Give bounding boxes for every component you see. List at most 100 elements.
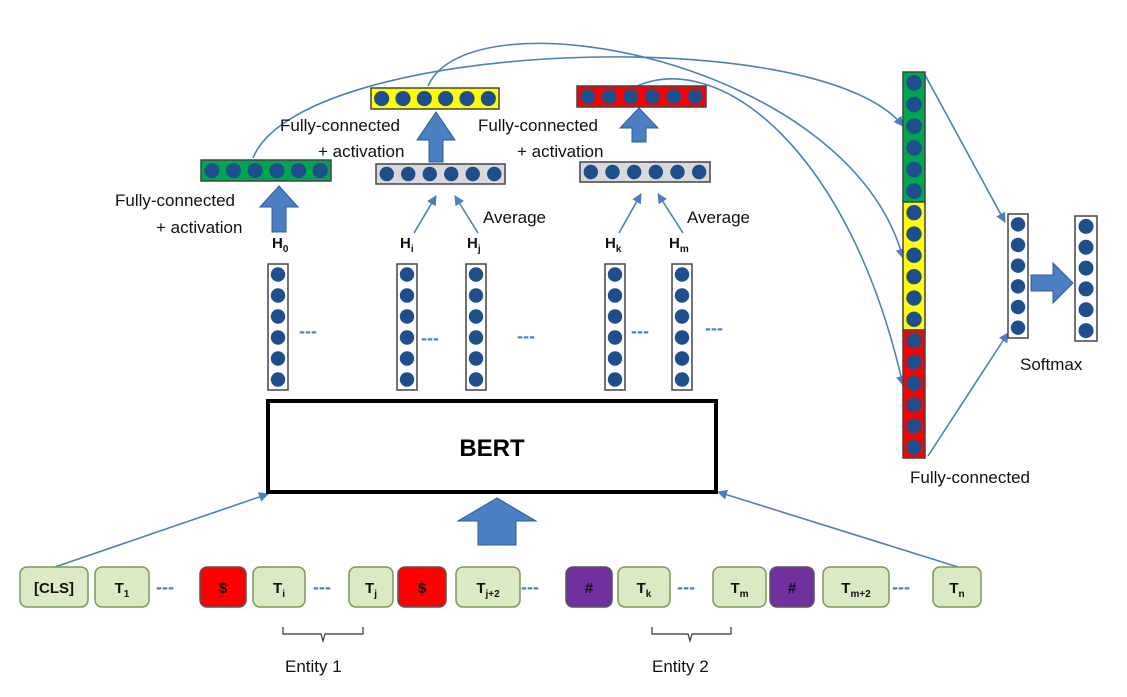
token-dash: ---	[521, 577, 539, 597]
neuron-dot	[270, 288, 286, 303]
hidden-label: Hk	[605, 235, 622, 255]
hidden-label-main: H	[605, 235, 616, 252]
neuron-dot	[374, 90, 390, 107]
hidden-dash-2: ---	[421, 328, 439, 348]
token-main: T	[476, 580, 485, 597]
neuron-dot	[312, 162, 328, 179]
hm-to-average-arrow	[657, 193, 684, 234]
token-marker2: #	[565, 566, 613, 608]
token-marker1: $	[199, 566, 247, 608]
neuron-dot	[1078, 260, 1094, 276]
neuron-dot	[674, 309, 690, 324]
neuron-dot	[270, 330, 286, 345]
hidden-label-subscript: i	[411, 244, 414, 255]
neuron-dot	[247, 162, 263, 179]
fc-output-entity1-yellow	[370, 87, 500, 110]
token-subscript: m	[740, 589, 749, 600]
neuron-dot	[626, 164, 642, 180]
token-label: T1	[115, 580, 130, 600]
token-label: Tm	[730, 580, 748, 600]
up-arrow-entity1-fc	[416, 111, 456, 163]
hidden-label-subscript: 0	[283, 244, 289, 255]
token-dash: ---	[156, 577, 174, 597]
concat-to-fc-bottom	[927, 332, 1009, 457]
neuron-dot	[674, 372, 690, 387]
neuron-dot	[438, 90, 454, 107]
token-main: $	[219, 580, 228, 597]
neuron-dot	[601, 88, 617, 105]
neuron-dot	[399, 267, 415, 282]
token-label: [CLS]	[34, 580, 74, 597]
token-subscript: 1	[124, 589, 130, 600]
neuron-dot	[906, 183, 922, 199]
neuron-dot	[906, 96, 922, 113]
neuron-dot	[607, 288, 623, 303]
bert-label: BERT	[459, 435, 525, 462]
token-label: Tm+2	[841, 580, 871, 600]
token-label: #	[585, 580, 594, 597]
neuron-dot	[270, 309, 286, 324]
neuron-dot	[465, 166, 480, 182]
neuron-dot	[670, 164, 685, 180]
neuron-dot	[399, 351, 415, 366]
neuron-dot	[666, 88, 682, 105]
yellow-to-concat-curve	[427, 42, 906, 259]
neuron-dot	[607, 372, 623, 387]
up-arrow-h0-fc	[258, 185, 300, 233]
hidden-label: H0	[272, 235, 289, 255]
neuron-dot	[1078, 302, 1094, 318]
neuron-dot	[468, 372, 484, 387]
token-main: $	[418, 580, 427, 597]
neuron-dot	[270, 372, 286, 387]
neuron-dot	[399, 288, 415, 303]
hidden-label-main: H	[467, 235, 478, 252]
fc-activation-label-h0-line2: + activation	[156, 218, 242, 237]
fc-activation-label-e2-line1: Fully-connected	[478, 116, 598, 135]
token-dash: ---	[313, 577, 331, 597]
neuron-dot	[395, 90, 411, 107]
neuron-dot	[691, 164, 707, 180]
hidden-label: Hi	[400, 235, 414, 255]
neuron-dot	[674, 267, 690, 282]
neuron-dot	[1010, 258, 1026, 273]
token-label: Ti	[273, 580, 285, 600]
hidden-label-main: H	[669, 235, 680, 252]
token-subscript: m+2	[850, 589, 871, 600]
neuron-dot	[225, 162, 242, 179]
up-arrow-entity2-fc	[618, 107, 660, 143]
neuron-dot	[906, 140, 922, 156]
token-marker2: #	[769, 566, 815, 608]
token-box: Tj+2	[455, 566, 521, 608]
neuron-dot	[906, 311, 922, 328]
hidden-label-subscript: k	[616, 244, 622, 255]
token-dash: ---	[892, 577, 910, 597]
neuron-dot	[1078, 323, 1094, 339]
cls-to-bert-arrow	[54, 492, 269, 568]
hidden-label-main: H	[400, 235, 411, 252]
hi-to-average-arrow	[413, 195, 437, 234]
right-arrow-softmax	[1030, 261, 1074, 305]
average-label-entity2: Average	[687, 208, 750, 227]
neuron-dot	[674, 288, 690, 303]
token-main: T	[115, 580, 124, 597]
neuron-dot	[468, 288, 484, 303]
token-main: #	[585, 580, 594, 597]
hidden-vector-h0	[267, 263, 289, 391]
averaged-vector-entity1	[375, 163, 506, 185]
neuron-dot	[1010, 320, 1026, 335]
hidden-label-main: H	[272, 235, 283, 252]
token-marker1: $	[397, 566, 447, 608]
neuron-dot	[906, 439, 922, 456]
neuron-dot	[487, 166, 502, 182]
fc-activation-label-e1-line2: + activation	[318, 142, 404, 161]
neuron-dot	[583, 164, 599, 180]
token-subscript: j+2	[484, 589, 500, 600]
up-arrow-into-bert	[456, 497, 538, 546]
neuron-dot	[906, 396, 922, 413]
token-box: Ti	[252, 566, 306, 608]
fully-connected-label: Fully-connected	[910, 468, 1030, 487]
hidden-vector-hj	[465, 263, 487, 391]
neuron-dot	[401, 166, 416, 182]
concat-segment-red	[902, 329, 926, 459]
